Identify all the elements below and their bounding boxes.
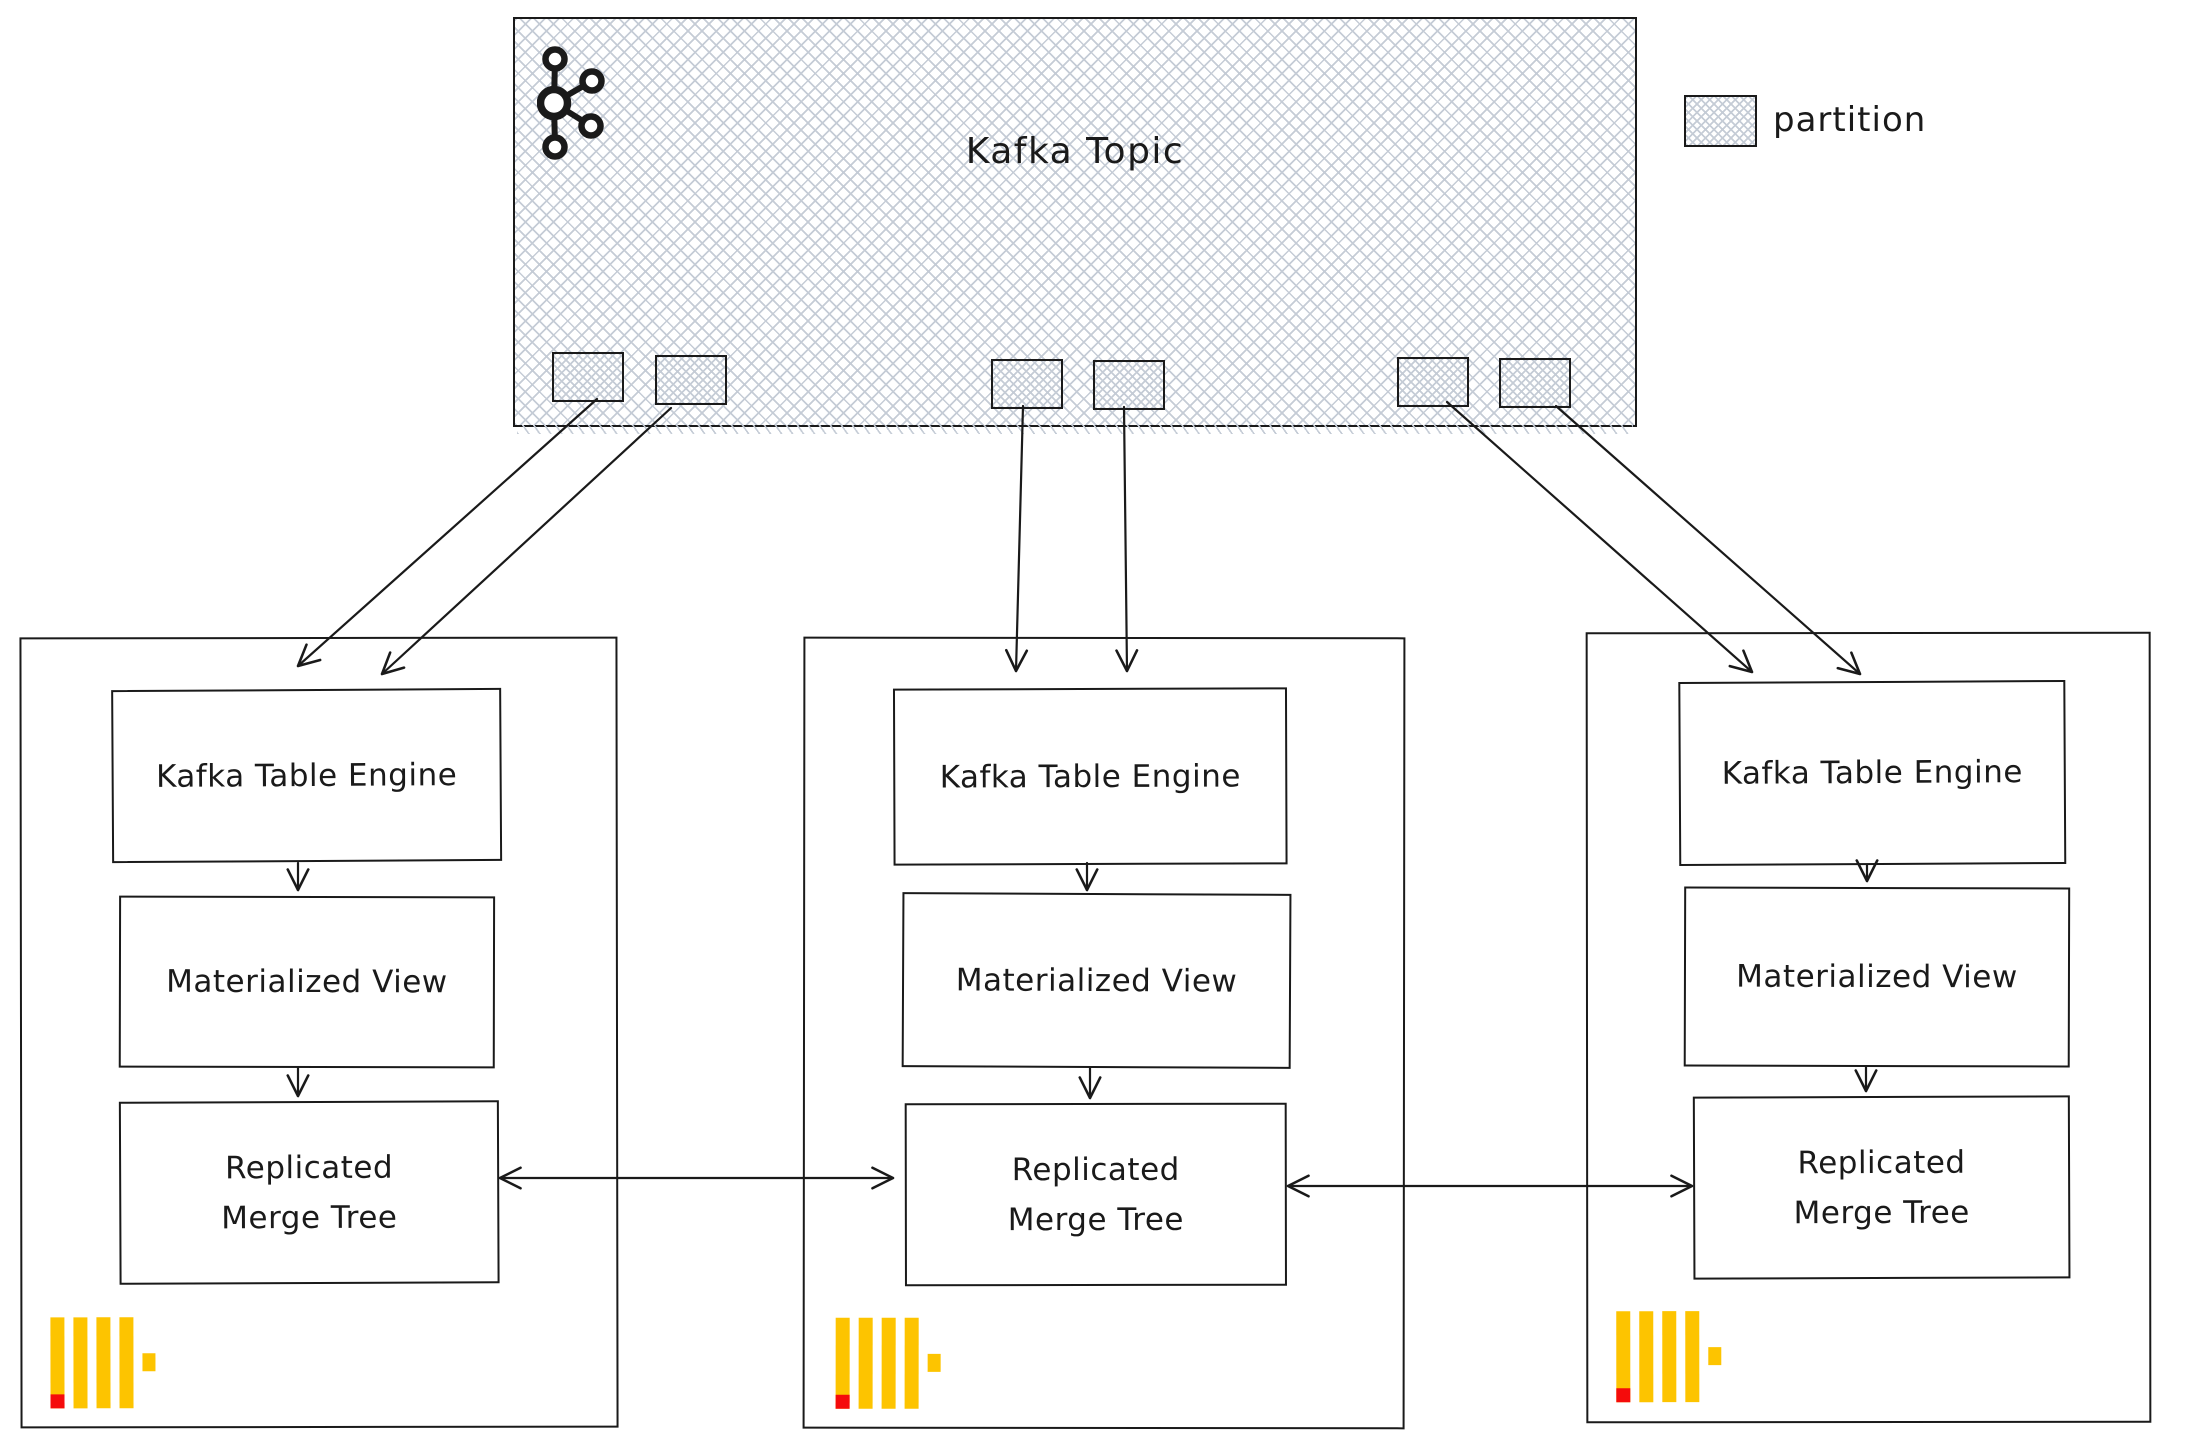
kafka-table-engine-box: Kafka Table Engine <box>892 687 1288 866</box>
arrow-partition1-to-node1 <box>296 397 599 668</box>
clickhouse-bar <box>50 1317 65 1409</box>
clickhouse-bar <box>1685 1311 1700 1403</box>
clickhouse-bar <box>835 1317 850 1409</box>
rmt-label-line1: Replicated <box>1011 1151 1180 1188</box>
kafka-table-engine-box: Kafka Table Engine <box>111 687 503 864</box>
materialized-view-box: Materialized View <box>1683 886 2071 1068</box>
clickhouse-node: Kafka Table Engine Materialized View Rep… <box>1585 631 2152 1424</box>
rmt-label-line2: Merge Tree <box>1007 1201 1185 1238</box>
partition-box <box>552 352 624 402</box>
rmt-label-line2: Merge Tree <box>221 1199 398 1236</box>
replicated-merge-tree-box: Replicated Merge Tree <box>904 1102 1287 1287</box>
clickhouse-node: Kafka Table Engine Materialized View Rep… <box>19 636 619 1429</box>
replicated-merge-tree-box: Replicated Merge Tree <box>1692 1095 2071 1280</box>
partition-box <box>1499 358 1571 408</box>
rmt-label-line2: Merge Tree <box>1793 1194 1970 1231</box>
clickhouse-logo-icon <box>1616 1311 1722 1403</box>
clickhouse-bar <box>1639 1311 1654 1403</box>
partition-box <box>1093 360 1165 410</box>
arrow-partition3-to-node2 <box>1004 404 1029 673</box>
clickhouse-logo-icon <box>835 1317 941 1409</box>
kafka-topic-box: Kafka Topic <box>513 17 1637 434</box>
legend-label: partition <box>1773 100 1927 140</box>
replicated-merge-tree-box: Replicated Merge Tree <box>118 1100 500 1285</box>
partition-box <box>1397 357 1469 407</box>
arrow-partition4-to-node2 <box>1115 405 1139 673</box>
rmt-label-line1: Replicated <box>1797 1144 1966 1181</box>
clickhouse-bar <box>904 1317 919 1409</box>
materialized-view-box: Materialized View <box>901 892 1292 1069</box>
materialized-view-box: Materialized View <box>118 895 496 1069</box>
clickhouse-dot <box>142 1353 156 1372</box>
clickhouse-bar <box>881 1317 896 1409</box>
kafka-icon <box>537 46 605 160</box>
arrow-partition2-to-node1 <box>380 406 673 676</box>
clickhouse-bar <box>1616 1311 1631 1403</box>
partition-box <box>655 355 727 405</box>
clickhouse-logo-icon <box>50 1317 156 1409</box>
clickhouse-bar <box>73 1317 88 1409</box>
clickhouse-node: Kafka Table Engine Materialized View Rep… <box>802 636 1406 1430</box>
partition-box <box>991 359 1063 409</box>
clickhouse-bar <box>96 1317 111 1409</box>
kafka-table-engine-box: Kafka Table Engine <box>1678 679 2067 867</box>
clickhouse-dot <box>927 1353 941 1372</box>
rmt-label-line1: Replicated <box>225 1149 394 1186</box>
clickhouse-bar <box>1662 1311 1677 1403</box>
kafka-topic-title: Kafka Topic <box>965 131 1185 172</box>
clickhouse-bar <box>119 1317 134 1409</box>
clickhouse-dot <box>1708 1347 1722 1366</box>
partition-swatch-icon <box>1684 95 1757 147</box>
clickhouse-bar <box>858 1317 873 1409</box>
